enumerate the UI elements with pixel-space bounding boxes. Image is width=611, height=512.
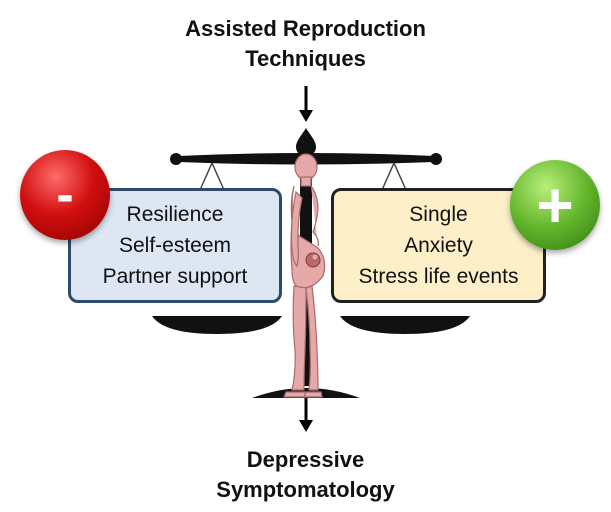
arrow-down-bottom [299,398,313,432]
top-title-line2: Techniques [245,46,366,71]
positive-factor-item: Anxiety [404,234,473,257]
plus-icon: + [510,160,600,250]
positive-factor-item: Single [409,203,468,226]
right-pan-hangers [381,162,407,191]
arrow-down-top [299,86,313,122]
bottom-title-line1: Depressive [246,447,365,472]
left-pan-hangers [199,162,225,191]
left-pan [152,316,282,334]
minus-icon: - [20,150,110,240]
negative-factor-item: Partner support [102,265,248,288]
scale-finial [296,128,316,156]
negative-factor-item: Self-esteem [118,234,232,257]
pregnant-woman-figure [283,153,326,398]
right-pan [340,316,470,334]
minus-sign-glyph: - [56,166,74,224]
plus-sign-glyph: + [536,169,574,241]
positive-factor-item: Stress life events [358,265,519,288]
top-title: Assisted Reproduction Techniques [0,14,611,74]
bottom-title-line2: Symptomatology [216,477,395,502]
fetus-icon [305,252,321,268]
top-title-line1: Assisted Reproduction [185,16,426,41]
negative-factor-item: Resilience [126,203,224,226]
bottom-title: Depressive Symptomatology [0,445,611,505]
